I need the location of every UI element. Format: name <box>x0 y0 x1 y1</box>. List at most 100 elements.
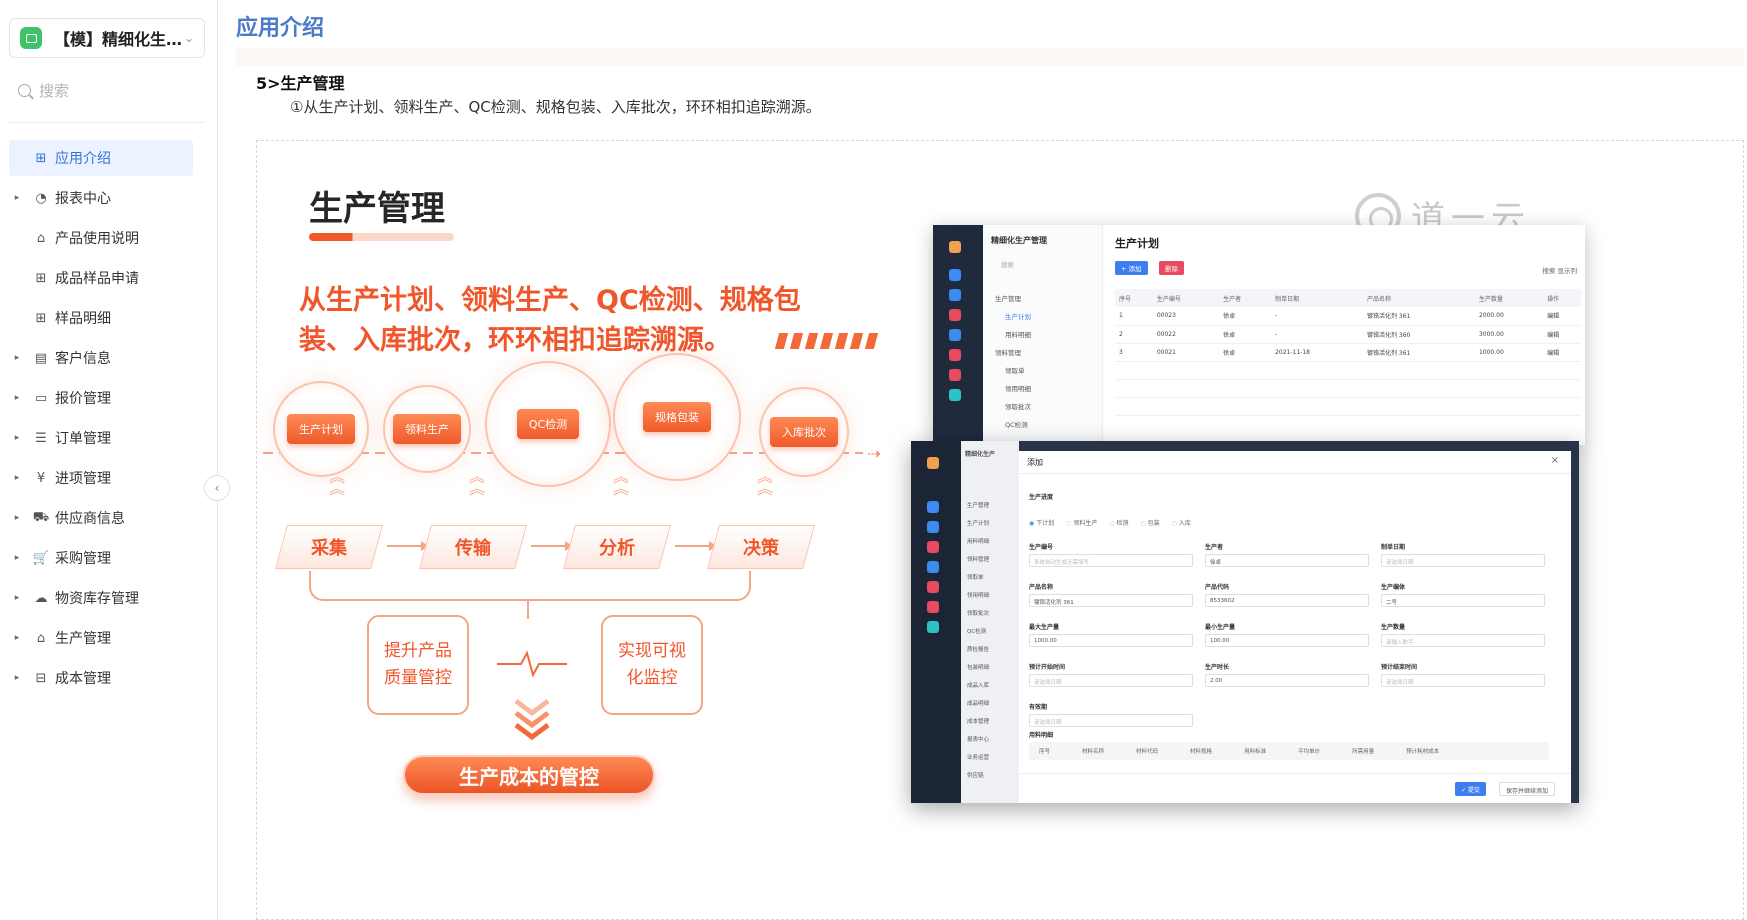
sidebar-item[interactable]: ▸¥进项管理 <box>9 460 193 496</box>
grid-icon: ⊞ <box>35 150 47 166</box>
sidebar-item-label: 样品明细 <box>55 311 111 327</box>
factory-icon: ⌂ <box>36 630 46 646</box>
truck-icon: ⛟ <box>32 509 50 525</box>
sidebar-item[interactable]: ▸▭报价管理 <box>9 380 193 416</box>
form-field-input: 系统自动生成无需填写 <box>1029 554 1193 567</box>
detail-column: 材料代码 <box>1136 749 1159 755</box>
progress-radio-label: 领料生产 <box>1073 520 1098 527</box>
sidebar-item[interactable]: ▸⊟成本管理 <box>9 660 193 696</box>
table-header-cell: 产品名称 <box>1363 289 1475 307</box>
screenshot-tree-item: 领用明细 <box>1005 385 1031 393</box>
table-cell: 3 <box>1115 343 1153 362</box>
app-logo-icon <box>20 27 42 49</box>
sidebar-item[interactable]: ▸☁物资库存管理 <box>9 580 193 616</box>
form-field-input: 1000.00 <box>1029 634 1193 647</box>
cloud-icon: ☁ <box>34 590 48 606</box>
sidebar-item[interactable]: ▸◔报表中心 <box>9 180 193 216</box>
pie-chart-icon: ◔ <box>35 190 47 206</box>
pipeline-step-label: 入库批次 <box>770 417 838 447</box>
table-cell: 镀铬活化剂 360 <box>1363 325 1475 344</box>
sidebar-item[interactable]: ⊞应用介绍 <box>9 140 193 176</box>
stripes-decoration <box>774 333 879 349</box>
chevron-up-icon: ︽︽ <box>612 467 629 498</box>
table-header-cell: 制单日期 <box>1271 289 1363 307</box>
sidebar-item-label: 供应商信息 <box>55 511 125 527</box>
table-header-cell: 生产者 <box>1219 289 1272 307</box>
caret-right-icon: ▸ <box>14 433 20 443</box>
sidebar-item[interactable]: ⊞成品样品申请 <box>9 260 193 296</box>
detail-column: 序号 <box>1039 749 1051 755</box>
sidebar-item[interactable]: ⌂产品使用说明 <box>9 220 193 256</box>
stage-box: 采集 <box>275 525 383 569</box>
sidebar-item[interactable]: ▸⛟供应商信息 <box>9 500 193 536</box>
table-cell: 1 <box>1115 307 1153 326</box>
sidebar-item[interactable]: ▸⌂生产管理 <box>9 620 193 656</box>
progress-radio: ◉ 下计划 <box>1029 518 1054 527</box>
table-cell: 2000.00 <box>1474 307 1544 326</box>
form-field-input: 镀铬活化剂 361 <box>1029 594 1193 607</box>
screenshot-tree-item: 生产管理 <box>967 503 990 509</box>
cost-control-pill: 生产成本的管控 <box>403 755 655 795</box>
detail-label: 用料明细 <box>1029 732 1054 739</box>
form-field-label: 产品代码 <box>1205 584 1230 591</box>
table-cell: 镀铬活化剂 361 <box>1363 343 1475 362</box>
sidebar-item[interactable]: ▸▤客户信息 <box>9 340 193 376</box>
table-cell: 编辑 <box>1543 325 1581 344</box>
add-modal: 添加 × 生产进度 ◉ 下计划○ 领料生产○ 检测○ 包装○ 入库 生产编号系统… <box>1019 451 1571 803</box>
app-rail <box>933 225 983 445</box>
form-field-input: 请选择日期 <box>1029 714 1193 727</box>
page-title: 应用介绍 <box>236 16 325 41</box>
yen-icon: ¥ <box>36 470 46 486</box>
radio-icon: ○ <box>1109 520 1117 527</box>
table-cell: - <box>1271 307 1363 326</box>
app-rail <box>911 441 961 803</box>
detail-column: 用料标准 <box>1244 749 1267 755</box>
caret-right-icon: ▸ <box>14 593 20 603</box>
modal-title: 添加 <box>1027 458 1043 467</box>
screenshot-main: 生产计划 + 添加 删除 搜索 显示列 序号生产编号生产者制单日期产品名称生产数… <box>1111 225 1585 445</box>
detail-column: 预计耗材成本 <box>1406 749 1440 755</box>
form-field-label: 生产编号 <box>1029 544 1054 551</box>
table-cell: 2021-11-18 <box>1271 343 1363 362</box>
search-box[interactable]: 搜索 <box>18 80 69 101</box>
sidebar-item[interactable]: ⊞样品明细 <box>9 300 193 336</box>
sidebar-item[interactable]: ▸☰订单管理 <box>9 420 193 456</box>
screenshot-tree-item: 生产管理 <box>995 295 1021 303</box>
form-field-input: 请选择日期 <box>1381 674 1545 687</box>
pipeline-step: 入库批次 <box>759 387 849 477</box>
form-field-input: 请选择日期 <box>1381 554 1545 567</box>
stage-arrow <box>387 541 429 551</box>
stage-label: 采集 <box>311 538 347 559</box>
caret-right-icon: ▸ <box>14 393 20 403</box>
modal-footer: ✓ 提交 保存并继续添加 <box>1019 773 1571 803</box>
table-cell: 2 <box>1115 325 1153 344</box>
screenshot-tree-item: 质检报告 <box>967 647 990 653</box>
monitor-box: 实现可视化监控 <box>601 615 703 715</box>
detail-column: 平均单价 <box>1298 749 1321 755</box>
table-cell: 镀铬活化剂 361 <box>1363 307 1475 326</box>
table-header-cell: 生产编号 <box>1152 289 1220 307</box>
table-row-empty <box>1115 397 1581 416</box>
infographic-title: 生产管理 <box>309 189 445 229</box>
form-field-input: 8533602 <box>1205 594 1369 607</box>
main-content: 应用介绍 5>生产管理 ①从生产计划、领料生产、QC检测、规格包装、入库批次，环… <box>218 0 1747 920</box>
search-placeholder[interactable]: 搜索 <box>39 82 70 100</box>
collapse-sidebar-button[interactable]: ‹ <box>204 475 230 501</box>
app-switcher[interactable]: 【模】精细化生产管理 ⌄ <box>9 18 205 58</box>
chevron-up-icon: ︽︽ <box>756 467 773 498</box>
screenshot-tree-item: 报表中心 <box>967 737 990 743</box>
table-cell: 00023 <box>1152 307 1220 326</box>
sidebar-item[interactable]: ▸🛒采购管理 <box>9 540 193 576</box>
add-button: + 添加 <box>1115 261 1148 275</box>
radio-icon: ○ <box>1066 520 1074 527</box>
form-field-label: 预计结束时间 <box>1381 664 1418 671</box>
table-header-cell: 生产数量 <box>1474 289 1544 307</box>
chevron-down-icon[interactable]: ⌄ <box>183 31 194 45</box>
screenshot-app-title: 精细化生产 <box>965 451 996 458</box>
table-cell: 00021 <box>1152 343 1220 362</box>
document-icon: ▤ <box>34 350 48 366</box>
progress-radio-label: 检测 <box>1116 520 1129 527</box>
stage-arrow <box>531 541 573 551</box>
